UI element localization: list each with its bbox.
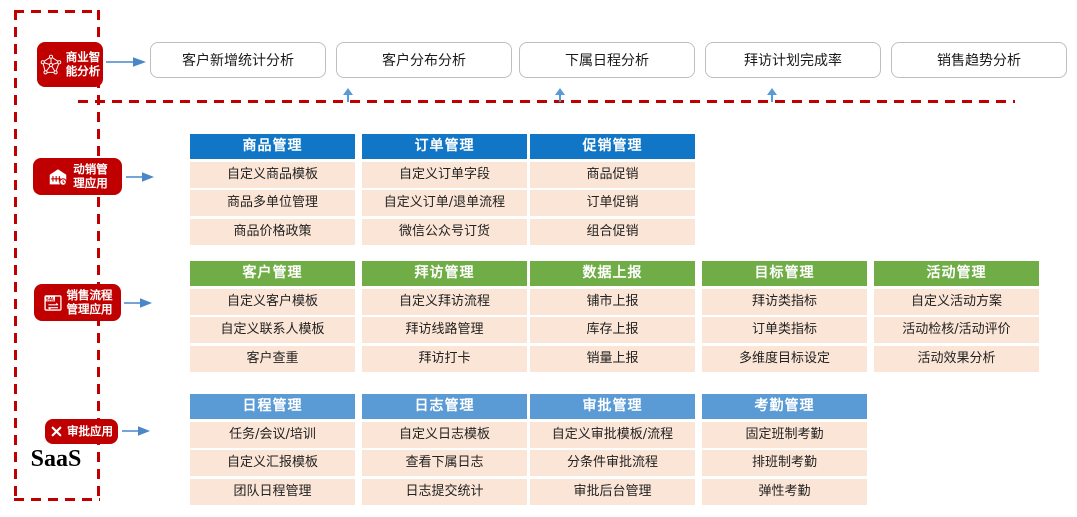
bi-report-box: 客户分布分析	[336, 42, 512, 78]
module-column: 考勤管理 固定班制考勤 排班制考勤 弹性考勤	[702, 394, 867, 505]
module-item: 弹性考勤	[702, 478, 867, 505]
module-column: 日志管理 自定义日志模板 查看下属日志 日志提交统计	[362, 394, 527, 505]
module-column: 客户管理 自定义客户模板 自定义联系人模板 客户查重	[190, 261, 355, 372]
side-label-line: 动销管	[73, 162, 108, 176]
module-header: 审批管理	[530, 394, 695, 419]
dashed-border-top	[14, 10, 100, 13]
module-header: 订单管理	[362, 134, 527, 159]
module-item: 自定义拜访流程	[362, 288, 527, 315]
module-header: 商品管理	[190, 134, 355, 159]
module-header: 数据上报	[530, 261, 695, 286]
module-item: 拜访线路管理	[362, 317, 527, 343]
side-label-sales-process-app: SALE 销售流程 管理应用	[34, 284, 121, 321]
side-label-line: 商业智	[65, 50, 101, 64]
side-label-line: 管理应用	[66, 301, 113, 316]
side-label-line: 能分析	[65, 63, 101, 78]
side-label-line: 销售流程	[66, 288, 113, 302]
module-column: 活动管理 自定义活动方案 活动检核/活动评价 活动效果分析	[874, 261, 1039, 372]
module-column: 日程管理 任务/会议/培训 自定义汇报模板 团队日程管理	[190, 394, 355, 505]
module-item: 自定义审批模板/流程	[530, 421, 695, 448]
side-label-text: 销售流程 管理应用	[66, 288, 113, 316]
side-label-text: 商业智 能分析	[65, 50, 101, 78]
crossed-tools-icon	[50, 425, 63, 438]
module-header: 考勤管理	[702, 394, 867, 419]
bi-report-box: 销售趋势分析	[891, 42, 1067, 78]
side-label-text: 审批应用	[67, 423, 113, 439]
module-header: 日程管理	[190, 394, 355, 419]
dashed-separator-line	[78, 100, 1015, 103]
module-item: 拜访打卡	[362, 345, 527, 372]
dashed-border-right	[97, 10, 100, 501]
module-column: 订单管理 自定义订单字段 自定义订单/退单流程 微信公众号订货	[362, 134, 527, 245]
module-item: 查看下属日志	[362, 450, 527, 476]
module-item: 团队日程管理	[190, 478, 355, 505]
module-header: 拜访管理	[362, 261, 527, 286]
module-item: 多维度目标设定	[702, 345, 867, 372]
module-item: 销量上报	[530, 345, 695, 372]
module-item: 商品促销	[530, 161, 695, 188]
module-column: 拜访管理 自定义拜访流程 拜访线路管理 拜访打卡	[362, 261, 527, 372]
module-item: 自定义订单/退单流程	[362, 190, 527, 216]
module-item: 自定义商品模板	[190, 161, 355, 188]
network-graph-icon	[40, 54, 62, 76]
module-column: 商品管理 自定义商品模板 商品多单位管理 商品价格政策	[190, 134, 355, 245]
side-label-line: 审批应用	[67, 423, 113, 438]
bi-report-box: 下属日程分析	[519, 42, 695, 78]
side-label-line: 理应用	[73, 175, 108, 190]
right-arrow-icon	[122, 426, 150, 436]
right-arrow-icon	[126, 172, 154, 182]
side-label-sales-app: 动销管 理应用	[33, 158, 122, 195]
module-column: 促销管理 商品促销 订单促销 组合促销	[530, 134, 695, 245]
module-item: 订单促销	[530, 190, 695, 216]
module-item: 商品价格政策	[190, 218, 355, 245]
module-item: 商品多单位管理	[190, 190, 355, 216]
module-item: 日志提交统计	[362, 478, 527, 505]
svg-text:SALE: SALE	[45, 296, 57, 301]
right-arrow-icon	[106, 57, 146, 67]
up-arrow-icon	[343, 88, 353, 102]
side-label-bi-analysis: 商业智 能分析	[37, 42, 103, 87]
module-item: 库存上报	[530, 317, 695, 343]
side-label-text: 动销管 理应用	[73, 162, 108, 190]
module-item: 活动效果分析	[874, 345, 1039, 372]
module-header: 客户管理	[190, 261, 355, 286]
module-column: 目标管理 拜访类指标 订单类指标 多维度目标设定	[702, 261, 867, 372]
module-item: 排班制考勤	[702, 450, 867, 476]
module-item: 自定义联系人模板	[190, 317, 355, 343]
store-icon	[47, 166, 69, 188]
module-item: 审批后台管理	[530, 478, 695, 505]
module-item: 组合促销	[530, 218, 695, 245]
bi-report-box: 客户新增统计分析	[150, 42, 326, 78]
module-header: 日志管理	[362, 394, 527, 419]
module-item: 自定义订单字段	[362, 161, 527, 188]
bi-report-box: 拜访计划完成率	[705, 42, 881, 78]
module-header: 促销管理	[530, 134, 695, 159]
module-header: 目标管理	[702, 261, 867, 286]
module-item: 拜访类指标	[702, 288, 867, 315]
module-item: 客户查重	[190, 345, 355, 372]
module-column: 审批管理 自定义审批模板/流程 分条件审批流程 审批后台管理	[530, 394, 695, 505]
module-item: 分条件审批流程	[530, 450, 695, 476]
sale-tag-icon: SALE	[43, 293, 63, 313]
module-item: 铺市上报	[530, 288, 695, 315]
module-item: 任务/会议/培训	[190, 421, 355, 448]
module-item: 自定义汇报模板	[190, 450, 355, 476]
module-item: 活动检核/活动评价	[874, 317, 1039, 343]
module-item: 微信公众号订货	[362, 218, 527, 245]
module-column: 数据上报 铺市上报 库存上报 销量上报	[530, 261, 695, 372]
dashed-border-bottom	[14, 498, 100, 501]
module-item: 自定义活动方案	[874, 288, 1039, 315]
side-label-approval-app: 审批应用	[45, 419, 118, 444]
right-arrow-icon	[124, 298, 152, 308]
module-header: 活动管理	[874, 261, 1039, 286]
up-arrow-icon	[767, 88, 777, 102]
module-item: 订单类指标	[702, 317, 867, 343]
module-item: 自定义客户模板	[190, 288, 355, 315]
module-item: 固定班制考勤	[702, 421, 867, 448]
saas-label: SaaS	[30, 446, 82, 472]
module-item: 自定义日志模板	[362, 421, 527, 448]
up-arrow-icon	[555, 88, 565, 102]
dashed-border-left	[14, 10, 17, 501]
